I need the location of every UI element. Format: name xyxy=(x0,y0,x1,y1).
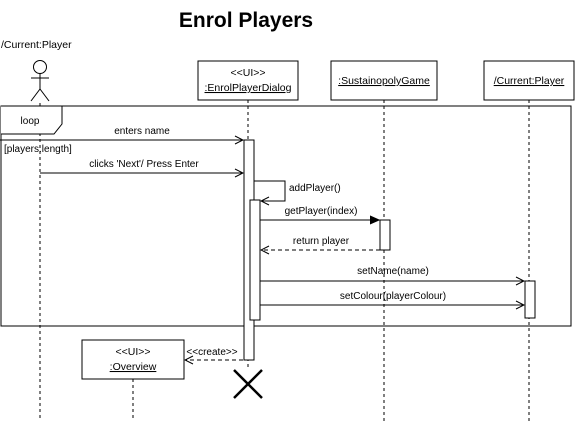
actor-label: /Current:Player xyxy=(1,39,72,51)
lifeline-overview: <<UI>> :Overview xyxy=(81,339,185,380)
message-label: setColour(playerColour) xyxy=(340,291,446,302)
message-set-colour: setColour(playerColour) xyxy=(260,291,524,305)
dialog-nested-activation xyxy=(249,199,261,321)
message-label: clicks 'Next'/ Press Enter xyxy=(89,159,199,170)
lifeline-sustainopoly-game: :SustainopolyGame xyxy=(330,60,438,101)
player-activation xyxy=(524,280,536,319)
game-activation xyxy=(379,219,391,251)
message-label: enters name xyxy=(114,126,170,137)
message-label: <<create>> xyxy=(186,347,237,358)
game-name: :SustainopolyGame xyxy=(338,75,430,87)
message-label: return player xyxy=(293,236,350,247)
overview-stereotype: <<UI>> xyxy=(115,346,150,358)
lifeline-current-player: /Current:Player xyxy=(483,60,575,101)
message-label: setName(name) xyxy=(357,266,429,277)
message-enters-name: enters name xyxy=(0,126,243,140)
actor-head-icon xyxy=(33,60,47,74)
message-label: addPlayer() xyxy=(289,183,341,194)
actor-current-player: /Current:Player xyxy=(1,39,72,102)
loop-guard: [players.length] xyxy=(4,144,72,155)
loop-fragment: loop [players.length] xyxy=(0,105,572,327)
loop-operator: loop xyxy=(21,116,40,127)
message-add-player: addPlayer() xyxy=(254,180,341,201)
message-label: getPlayer(index) xyxy=(285,206,358,217)
message-create: <<create>> xyxy=(185,347,243,360)
message-clicks-next: clicks 'Next'/ Press Enter xyxy=(40,159,243,173)
dialog-stereotype: <<UI>> xyxy=(230,67,265,79)
dialog-name: :EnrolPlayerDialog xyxy=(205,82,292,94)
destroy-x-icon xyxy=(233,369,263,399)
diagram-title: Enrol Players xyxy=(179,9,313,32)
player-name: /Current:Player xyxy=(494,75,565,87)
message-get-player: getPlayer(index) xyxy=(260,206,379,220)
overview-name: :Overview xyxy=(110,361,157,373)
message-return-player: return player xyxy=(261,236,380,250)
lifeline-enrol-player-dialog: <<UI>> :EnrolPlayerDialog xyxy=(197,60,299,101)
message-set-name: setName(name) xyxy=(260,266,524,281)
